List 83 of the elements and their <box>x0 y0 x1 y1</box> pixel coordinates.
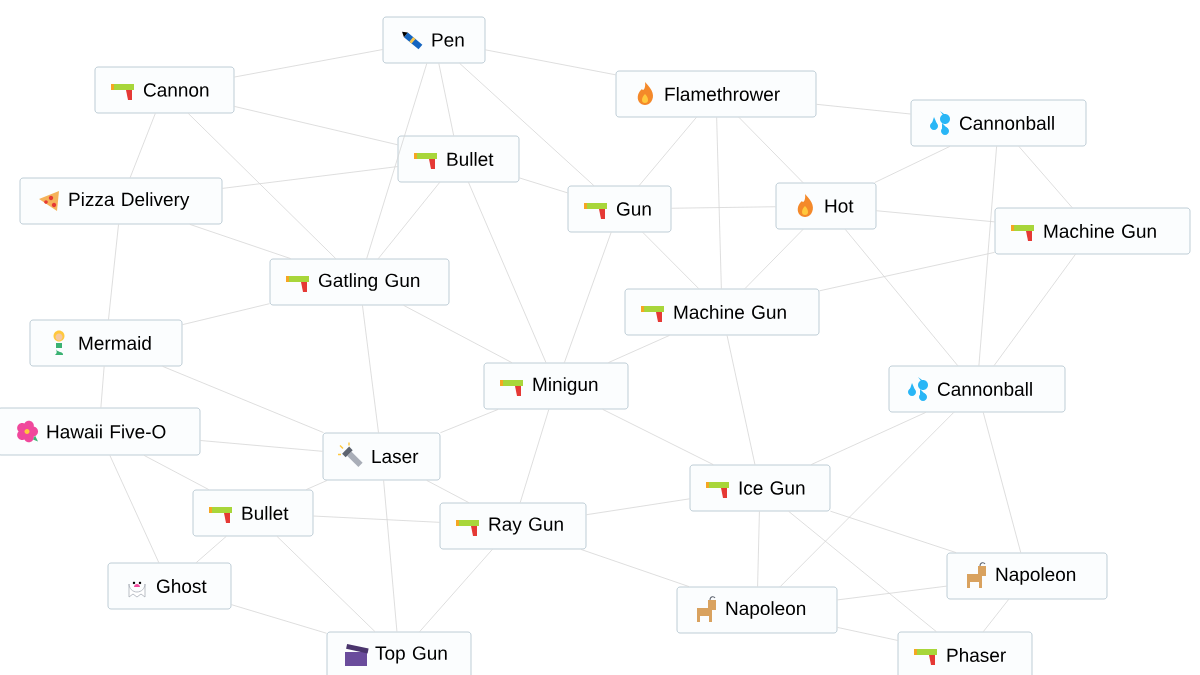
connector-line <box>738 117 804 183</box>
element-card: Laser <box>322 432 441 481</box>
connector-line <box>129 113 156 178</box>
connector-line <box>403 305 513 363</box>
connector-line <box>468 182 547 363</box>
element-card: Minigun <box>483 362 629 410</box>
element-card: Mermaid <box>29 319 183 367</box>
connector-line <box>779 412 955 587</box>
element-card: Machine Gun <box>994 207 1191 255</box>
element-card: Cannonball <box>910 99 1087 147</box>
connector-line <box>642 232 700 289</box>
connector-line <box>608 335 670 363</box>
element-card: Top Gun <box>326 631 472 675</box>
connector-line <box>844 229 959 366</box>
connector-line <box>305 480 328 490</box>
connector-line <box>182 303 270 326</box>
connector-line <box>982 599 1010 632</box>
connector-line <box>426 480 470 503</box>
connector-line <box>100 366 105 408</box>
element-card: Gatling Gun <box>269 258 450 306</box>
connector-line <box>222 166 398 189</box>
connector-line <box>485 49 616 76</box>
element-card: Hawaii Five-O <box>0 407 201 456</box>
connector-line <box>366 63 428 259</box>
connector-line <box>982 412 1022 553</box>
element-card: Ghost <box>107 562 232 610</box>
connector-line <box>162 366 324 433</box>
connector-line <box>519 409 550 503</box>
element-card: Gun <box>567 185 672 233</box>
element-card: Napoleon <box>946 552 1108 600</box>
connector-line <box>383 480 398 632</box>
connector-line <box>519 177 568 194</box>
connector-line <box>187 113 337 259</box>
element-card: Hot <box>775 182 877 230</box>
connector-line <box>189 224 292 259</box>
connector-line <box>837 585 947 601</box>
element-card: Flamethrower <box>615 70 817 118</box>
connector-line <box>195 536 227 563</box>
connector-line <box>876 210 995 223</box>
connector-line <box>108 224 119 320</box>
connector-line <box>580 549 690 587</box>
connector-line <box>143 455 210 490</box>
connector-line <box>602 409 714 465</box>
connector-line <box>874 146 951 183</box>
connector-line <box>1018 146 1073 208</box>
connector-line <box>830 510 957 553</box>
connector-line <box>819 251 995 292</box>
connector-line <box>459 63 595 186</box>
element-card: Bullet <box>397 135 520 183</box>
connector-line <box>377 182 441 259</box>
connector-line <box>109 455 160 563</box>
connector-line <box>234 106 398 146</box>
connector-line <box>638 117 697 186</box>
element-card: Cannon <box>94 66 235 114</box>
element-card: Phaser <box>897 631 1033 675</box>
connector-line <box>564 232 612 363</box>
element-card: Napoleon <box>676 586 838 634</box>
connector-line <box>816 103 911 115</box>
element-card: Ice Gun <box>689 464 831 512</box>
connector-line <box>438 63 455 136</box>
connector-line <box>419 549 493 632</box>
connector-line <box>978 146 997 366</box>
element-card: Pen <box>382 16 486 64</box>
connector-line <box>993 254 1076 366</box>
connector-line <box>313 515 440 523</box>
element-card: Machine Gun <box>624 288 820 336</box>
connector-line <box>362 305 379 433</box>
element-card: Ray Gun <box>439 502 587 550</box>
connector-line <box>788 511 937 632</box>
connector-line <box>837 627 898 641</box>
connector-line <box>810 412 927 465</box>
element-card: Pizza Delivery <box>19 177 223 225</box>
connector-line <box>726 335 756 465</box>
element-card: Cannonball <box>888 365 1066 413</box>
connector-line <box>234 49 383 78</box>
connector-line <box>440 409 499 434</box>
element-card: Bullet <box>192 489 314 537</box>
connector-line <box>716 117 722 289</box>
connector-line <box>744 229 804 289</box>
connector-line <box>586 498 690 516</box>
connector-line <box>276 536 376 632</box>
connector-line <box>200 440 323 452</box>
connector-line <box>231 604 327 634</box>
